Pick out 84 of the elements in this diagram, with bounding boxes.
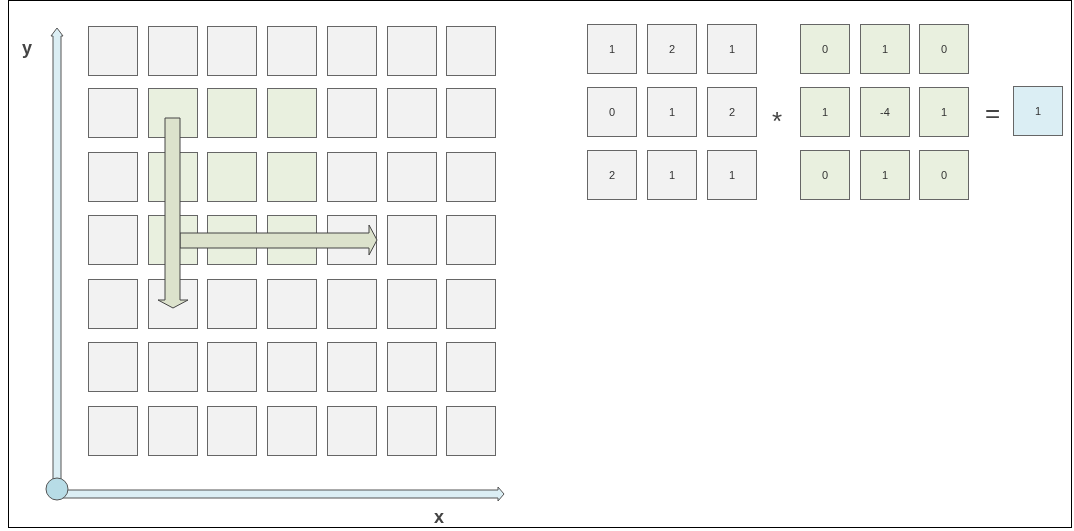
matrix-cell <box>647 24 697 74</box>
grid-cell <box>387 88 437 138</box>
matrix-cell <box>860 24 910 74</box>
grid-cell <box>327 88 377 138</box>
grid-cell <box>267 406 317 456</box>
grid-cell <box>267 279 317 329</box>
cell-value: 1 <box>821 106 829 118</box>
grid-cell <box>387 152 437 202</box>
grid-cell <box>267 152 317 202</box>
matrix-cell <box>587 87 637 137</box>
grid-cell <box>88 406 138 456</box>
grid-cell <box>207 26 257 76</box>
cell-value: 1 <box>728 169 736 181</box>
cell-value: 1 <box>881 169 889 181</box>
grid-cell <box>387 406 437 456</box>
grid-cell <box>446 342 496 392</box>
grid-cell <box>387 26 437 76</box>
matrix-cell <box>647 150 697 200</box>
grid-cell <box>88 26 138 76</box>
grid-cell <box>387 342 437 392</box>
grid-cell <box>207 152 257 202</box>
grid-cell <box>446 215 496 265</box>
cell-value: 1 <box>1034 105 1042 117</box>
matrix-cell <box>800 150 850 200</box>
grid-cell <box>207 279 257 329</box>
matrix-cell <box>800 87 850 137</box>
grid-cell <box>148 406 198 456</box>
grid-cell <box>88 279 138 329</box>
cell-value: 1 <box>940 106 948 118</box>
grid-cell <box>387 279 437 329</box>
matrix-cell <box>707 150 757 200</box>
matrix-cell <box>919 87 969 137</box>
grid-cell <box>446 152 496 202</box>
matrix-cell <box>707 24 757 74</box>
cell-value: 1 <box>668 106 676 118</box>
grid-cell <box>446 406 496 456</box>
grid-cell <box>88 342 138 392</box>
grid-cell <box>327 342 377 392</box>
grid-cell <box>327 152 377 202</box>
convolution-operator: * <box>772 106 783 137</box>
cell-value: 1 <box>668 169 676 181</box>
matrix-cell <box>919 24 969 74</box>
cell-value: 0 <box>608 106 616 118</box>
grid-cell <box>88 152 138 202</box>
axis-label: x <box>434 507 444 528</box>
grid-cell <box>88 88 138 138</box>
grid-cell <box>446 279 496 329</box>
cell-value: -4 <box>880 106 890 118</box>
cell-value: 0 <box>821 169 829 181</box>
cell-value: 1 <box>728 43 736 55</box>
grid-cell <box>267 342 317 392</box>
matrix-cell <box>1013 86 1063 136</box>
matrix-cell <box>647 87 697 137</box>
cell-value: 2 <box>608 169 616 181</box>
cell-value: 0 <box>940 43 948 55</box>
grid-cell <box>267 26 317 76</box>
grid-cell <box>148 342 198 392</box>
grid-cell <box>446 88 496 138</box>
grid-cell <box>88 215 138 265</box>
matrix-cell <box>587 24 637 74</box>
cell-value: 1 <box>881 43 889 55</box>
grid-cell <box>267 88 317 138</box>
grid-cell <box>327 406 377 456</box>
cell-value: 2 <box>728 106 736 118</box>
matrix-cell <box>707 87 757 137</box>
axis-label: y <box>22 38 32 59</box>
grid-cell <box>387 215 437 265</box>
grid-cell <box>327 26 377 76</box>
matrix-cell <box>587 150 637 200</box>
grid-cell <box>446 26 496 76</box>
grid-cell <box>327 279 377 329</box>
equals-sign: = <box>985 98 1001 129</box>
matrix-cell <box>800 24 850 74</box>
grid-cell <box>148 26 198 76</box>
matrix-cell <box>860 150 910 200</box>
cell-value: 1 <box>608 43 616 55</box>
cell-value: 0 <box>940 169 948 181</box>
grid-cell <box>207 406 257 456</box>
matrix-cell <box>919 150 969 200</box>
grid-cell <box>207 88 257 138</box>
matrix-cell <box>860 87 910 137</box>
cell-value: 2 <box>668 43 676 55</box>
grid-cell <box>207 342 257 392</box>
cell-value: 0 <box>821 43 829 55</box>
